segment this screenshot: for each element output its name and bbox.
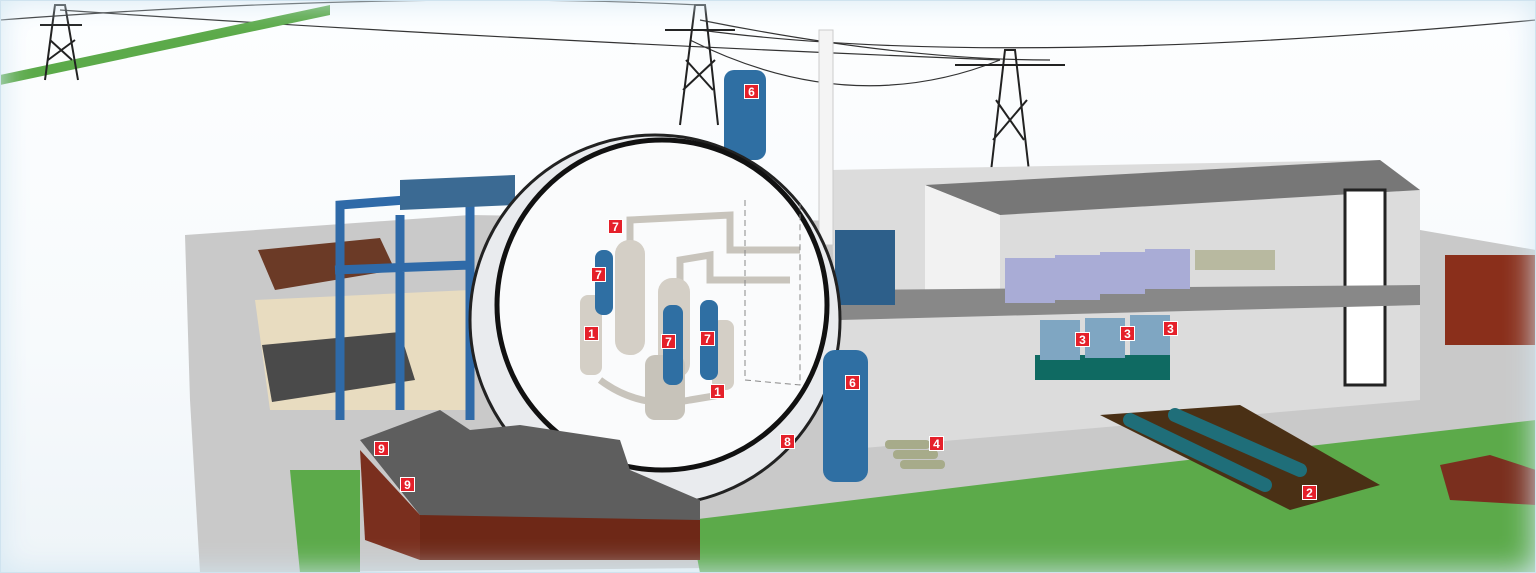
cooling-trench: [1100, 405, 1380, 510]
label-1-pump-left: 1: [584, 326, 599, 341]
label-7-accumulator-left: 7: [591, 267, 606, 282]
label-6-upper-tank: 6: [744, 84, 759, 99]
storage-cylinders-4: [885, 440, 945, 469]
grass-strip-far: [0, 5, 330, 85]
label-6-tank: 6: [845, 375, 860, 390]
building-right-brown: [1445, 255, 1536, 345]
label-1-pump-right: 1: [710, 384, 725, 399]
pressurizer: [615, 240, 645, 355]
pylon-center: [665, 4, 735, 126]
grass-left: [290, 470, 360, 573]
building-front-wall: [360, 450, 420, 560]
fuel-transfer-dashed: [744, 200, 801, 386]
label-7-accumulator-right: 7: [700, 331, 715, 346]
label-4-storage: 4: [929, 436, 944, 451]
power-lines: [0, 0, 1536, 87]
label-3-condenser-3: 3: [1163, 321, 1178, 336]
condensers: [1040, 315, 1170, 360]
label-9-building-wall: 9: [400, 477, 415, 492]
label-7-pressurizer: 7: [608, 219, 623, 234]
accumulator-1: [595, 250, 613, 315]
turbine-hall-wall: [925, 185, 1000, 300]
pylon-left: [40, 4, 82, 81]
turbine-floor: [840, 285, 1420, 320]
turbine-hall-roof: [925, 160, 1420, 215]
building-front-roof: [360, 410, 700, 535]
tank-6: [823, 350, 868, 482]
label-9-building-roof: 9: [374, 441, 389, 456]
label-7-accumulator-center: 7: [661, 334, 676, 349]
chimney: [818, 29, 834, 246]
label-8-piping: 8: [780, 434, 795, 449]
building-left-top: [258, 238, 395, 290]
label-2-cooling-pipes: 2: [1302, 485, 1317, 500]
building-front-wall2: [420, 515, 700, 560]
label-3-condenser-2: 3: [1120, 326, 1135, 341]
pylon-right: [955, 49, 1065, 181]
cooling-pipes: [1123, 408, 1307, 492]
turbine: [1005, 249, 1275, 303]
roof-blue: [400, 175, 515, 210]
building-front-right: [1440, 455, 1536, 505]
label-3-condenser-1: 3: [1075, 332, 1090, 347]
aux-building-blue: [835, 230, 895, 305]
